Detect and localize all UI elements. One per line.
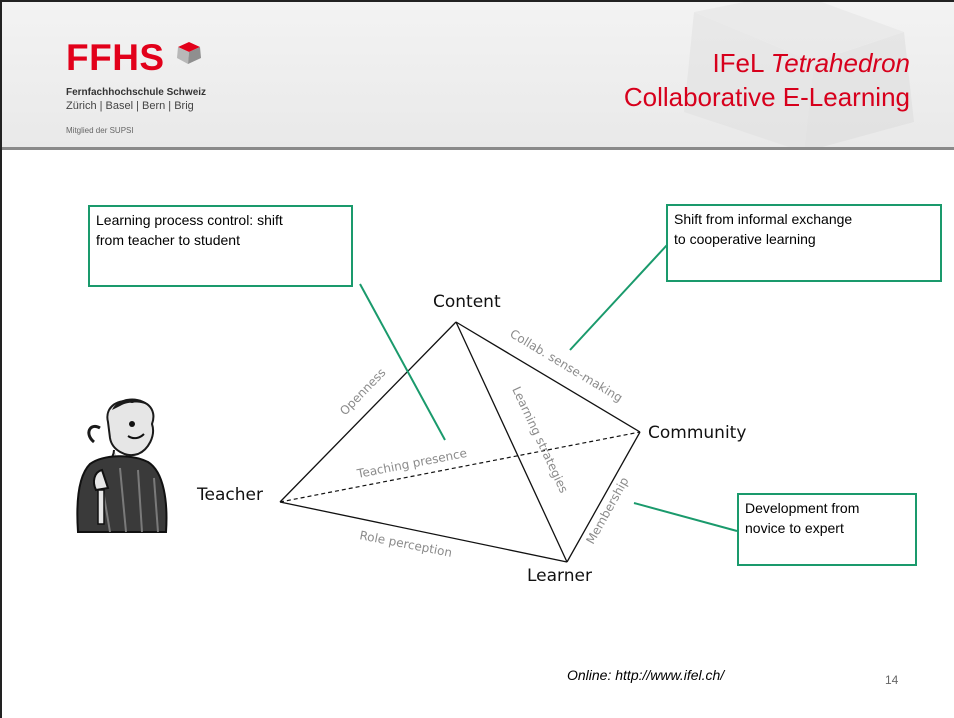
callout-novice-expert: Development from novice to expert	[737, 493, 917, 566]
edge-community-learner	[566, 431, 641, 563]
edge-teacher-community	[279, 431, 641, 503]
logo-institution-name: Fernfachhochschule Schweiz	[66, 87, 207, 98]
callout-text-line: to cooperative learning	[674, 231, 816, 247]
edge-content-learner	[455, 321, 568, 563]
node-learner: Learner	[527, 566, 592, 586]
connector-process-control	[359, 283, 446, 441]
callout-process-control: Learning process control: shift from tea…	[88, 205, 353, 287]
callout-text-line: Development from	[745, 500, 860, 516]
title-line-2: Collaborative E-Learning	[623, 82, 910, 112]
edge-teacher-learner	[279, 501, 568, 563]
source-link[interactable]: Online: http://www.ifel.ch/	[567, 667, 725, 683]
teacher-caricature-icon	[76, 398, 168, 533]
callout-text-line: Learning process control: shift	[96, 212, 283, 228]
edge-teacher-content	[279, 321, 457, 503]
connector-novice-expert	[633, 502, 738, 532]
title-prefix: IFeL	[712, 48, 771, 78]
header-watermark-icon	[684, 2, 914, 147]
callout-text-line: novice to expert	[745, 520, 844, 536]
ffhs-logo: FFHS Fernfachhochschule Schweiz Zürich |…	[66, 38, 236, 147]
slide-header: FFHS Fernfachhochschule Schweiz Zürich |…	[2, 2, 954, 147]
edge-label-membership: Membership	[583, 475, 631, 547]
callout-text-line: Shift from informal exchange	[674, 211, 853, 227]
callout-informal-exchange: Shift from informal exchange to cooperat…	[666, 204, 942, 282]
callout-text-line: from teacher to student	[96, 232, 240, 248]
title-line-1: IFeL Tetrahedron	[624, 46, 910, 80]
node-community: Community	[648, 423, 746, 443]
logo-wordmark: FFHS	[66, 37, 165, 78]
connector-informal-exchange	[569, 244, 668, 351]
page-number: 14	[885, 673, 899, 687]
node-content: Content	[433, 292, 501, 312]
logo-cities: Zürich | Basel | Bern | Brig	[66, 100, 194, 112]
logo-member-note: Mitglied der SUPSI	[66, 126, 134, 135]
edge-label-learning-strategies: Learning strategies	[509, 384, 571, 495]
title-italic: Tetrahedron	[770, 48, 910, 78]
logo-cube-icon	[177, 42, 201, 64]
edge-label-openness: Openness	[337, 366, 388, 419]
edge-content-community	[455, 321, 641, 433]
header-divider	[2, 147, 954, 150]
node-teacher: Teacher	[196, 485, 263, 505]
edge-label-role-perception: Role perception	[358, 528, 453, 560]
slide-title: IFeL Tetrahedron Collaborative E-Learnin…	[624, 46, 910, 114]
